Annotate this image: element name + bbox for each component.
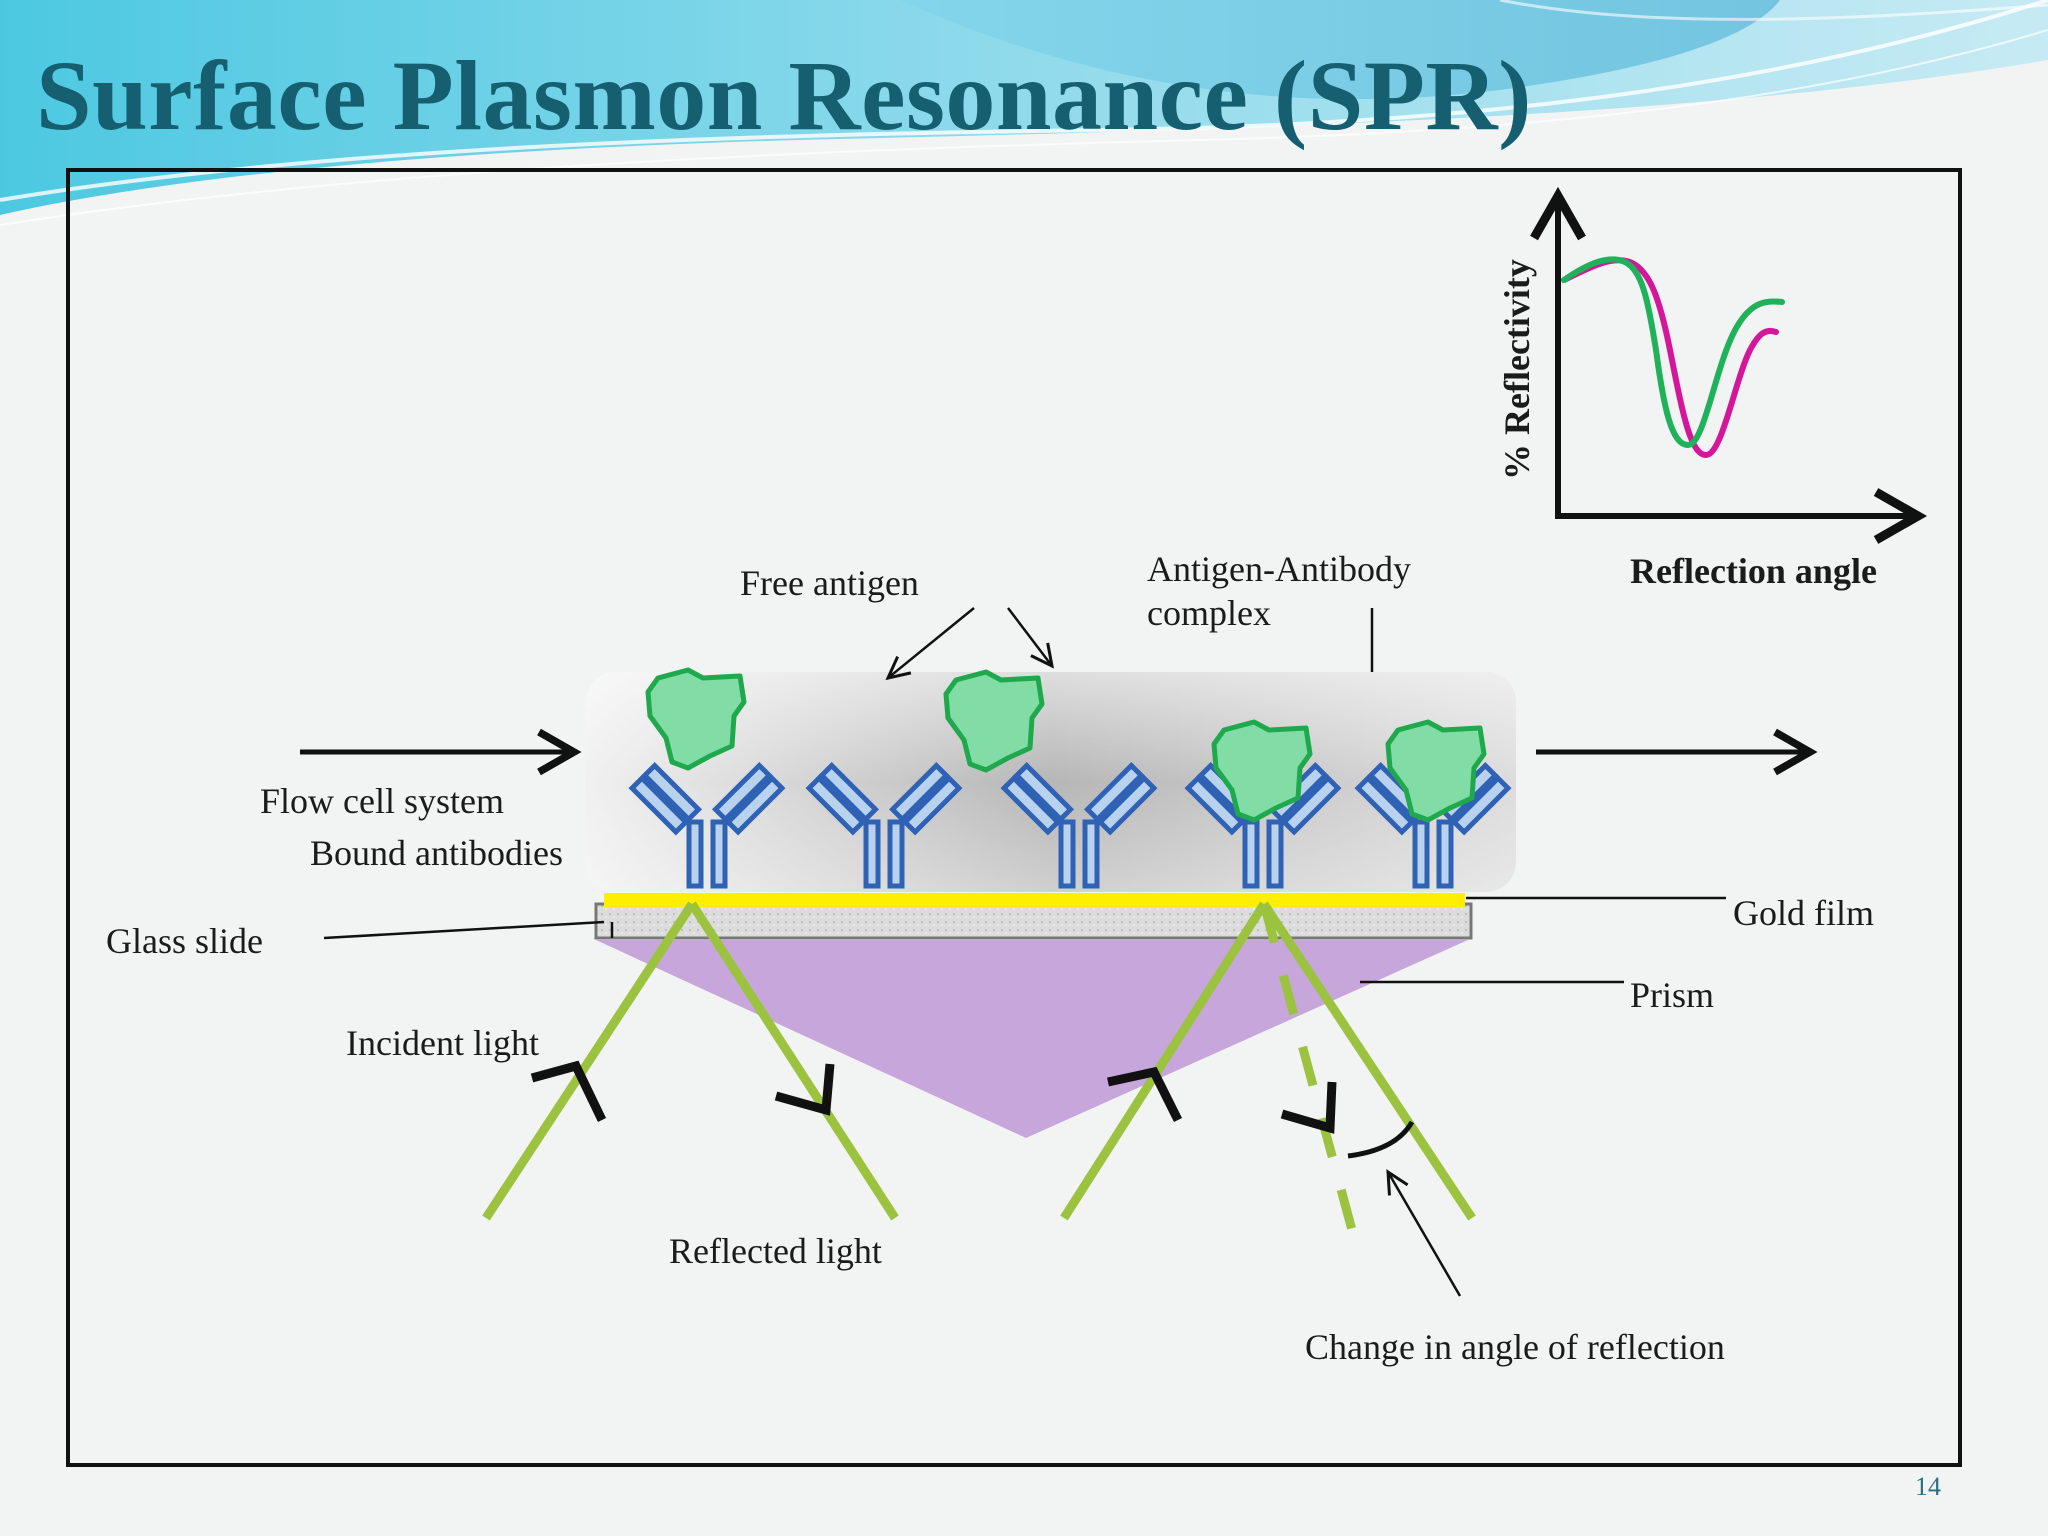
label-flow-cell: Flow cell system: [260, 781, 504, 821]
graph-y-label: % Reflectivity: [1497, 259, 1537, 480]
curve-before-binding: [1561, 256, 1785, 449]
label-change-angle: Change in angle of reflection: [1305, 1327, 1725, 1367]
gold-film: [604, 893, 1465, 907]
label-complex-line2: complex: [1147, 593, 1271, 633]
prism: [596, 940, 1468, 1138]
ray-direction-marks: [530, 1060, 1337, 1134]
label-prism: Prism: [1630, 975, 1715, 1015]
label-gold-film: Gold film: [1733, 893, 1874, 933]
glass-slide: [594, 902, 1473, 940]
label-glass-slide: Glass slide: [106, 921, 263, 961]
angle-arc: [1347, 1120, 1415, 1159]
diagram-frame: [66, 168, 1962, 1467]
graph-x-label: Reflection angle: [1630, 551, 1877, 591]
angle-pointer: [1386, 1169, 1462, 1297]
label-bound-antibodies: Bound antibodies: [310, 833, 563, 873]
leader-lines: [323, 607, 1726, 984]
label-incident-light: Incident light: [346, 1023, 539, 1063]
light-rays: [482, 901, 1476, 1232]
label-complex-line1: Antigen-Antibody: [1147, 549, 1411, 589]
page-title: Surface Plasmon Resonance (SPR): [36, 40, 1532, 151]
reflectivity-graph: [1530, 186, 1928, 544]
label-reflected-light: Reflected light: [669, 1231, 882, 1271]
label-free-antigen: Free antigen: [740, 563, 919, 603]
page-number: 14: [1915, 1472, 1941, 1501]
